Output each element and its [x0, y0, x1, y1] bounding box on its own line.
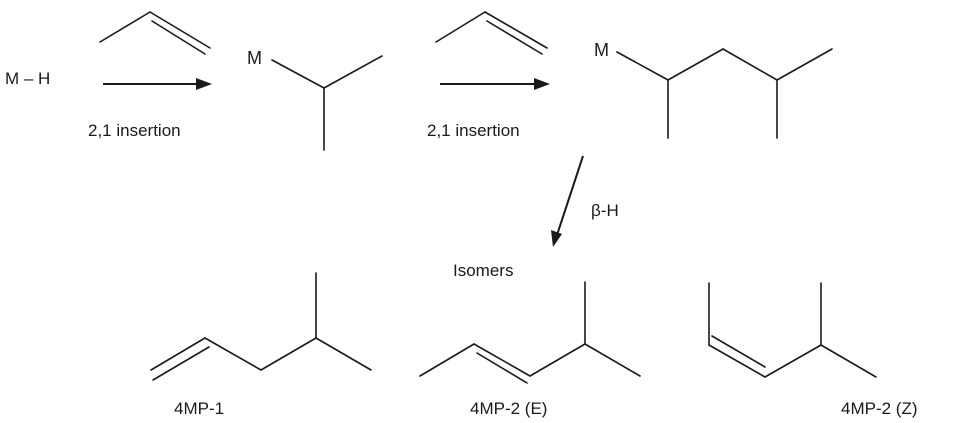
propene-reagent-1: [99, 11, 211, 55]
metal-hydride-label: M – H: [5, 69, 50, 88]
product-label-4mp-2-z: 4MP-2 (Z): [841, 399, 918, 418]
insertion-arrow-1: [103, 78, 212, 90]
4mp-2-e-structure: [419, 281, 641, 384]
second-insertion-label: 2,1 insertion: [427, 121, 520, 140]
product-label-4mp-1: 4MP-1: [174, 399, 224, 418]
insertion-arrow-2: [440, 78, 550, 90]
product-label-4mp-2-e: 4MP-2 (E): [470, 399, 547, 418]
first-insertion-label: 2,1 insertion: [88, 121, 181, 140]
4mp-1-structure: [150, 272, 372, 381]
beta-hydride-arrow: [551, 155, 584, 247]
isomers-heading: Isomers: [453, 261, 513, 280]
metal-atom-label-1: M: [247, 48, 262, 68]
propene-reagent-2: [435, 11, 548, 55]
4mp-2-z-structure: [708, 282, 877, 378]
metal-atom-label-2: M: [594, 40, 609, 60]
dimethylpentyl-metal-intermediate: M: [594, 40, 833, 139]
beta-hydride-label: β-H: [591, 201, 619, 220]
isopropyl-metal-intermediate: M: [247, 48, 383, 151]
